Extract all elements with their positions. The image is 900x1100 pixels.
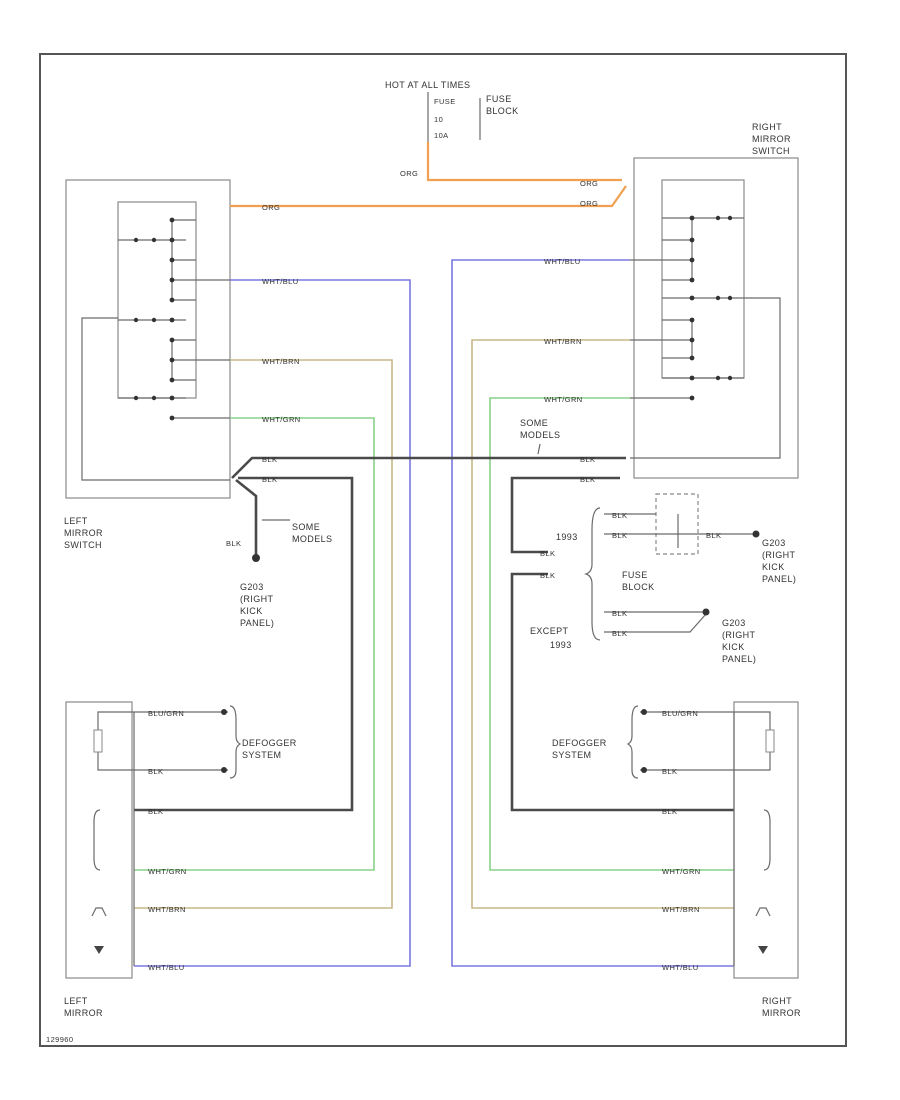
blk-label-right-mid-2: BLK [540, 571, 555, 580]
org-wires [230, 142, 627, 208]
left-mirror-motor-brace-icon [93, 809, 101, 871]
blk-label-left-top: BLK [262, 455, 277, 464]
fuse-label: FUSE [434, 97, 456, 106]
right-mirror-motor-icon [755, 907, 771, 917]
blk-label-right-mid-1: BLK [540, 549, 555, 558]
wht-brn-label-left: WHT/BRN [262, 357, 300, 366]
wht-blu-label-right-mirror: WHT/BLU [662, 963, 699, 972]
left-heater-element-icon [93, 729, 103, 753]
figure-id-label: 129960 [46, 1035, 73, 1044]
blk-label-fuse-3: BLK [706, 531, 721, 540]
blk-label-right-top: BLK [580, 455, 595, 464]
right-mirror-motor-brace-icon [763, 809, 771, 871]
blk-label-right-mirror: BLK [662, 807, 677, 816]
diagram-frame [39, 53, 847, 1047]
blk-label-fuse-4: BLK [612, 609, 627, 618]
blk-wires [134, 456, 734, 812]
blu-grn-label-right: BLU/GRN [662, 709, 698, 718]
blk-ground-label: BLK [226, 539, 241, 548]
blk-label-right-defog: BLK [662, 767, 677, 776]
right-mirror-switch-box [633, 157, 799, 479]
ground-right-2-icon [702, 608, 710, 616]
wht-grn-wire-left [134, 417, 375, 871]
wht-grn-label-right-mirror: WHT/GRN [662, 867, 701, 876]
wht-grn-label-left-mirror: WHT/GRN [148, 867, 187, 876]
blk-label-left-defog: BLK [148, 767, 163, 776]
wht-blu-wire-left [134, 279, 411, 967]
right-defogger-brace-icon [626, 705, 639, 779]
org-wire-label-left: ORG [262, 203, 280, 212]
blk-label-left-mirror: BLK [148, 807, 163, 816]
fuse-amp-label: 10A [434, 131, 449, 140]
blk-label-fuse-2: BLK [612, 531, 627, 540]
fuse-block-mid-box [655, 493, 699, 555]
left-mirror-ground-icon [94, 946, 104, 954]
left-switch-contacts [118, 217, 230, 421]
wht-brn-label-right-mirror: WHT/BRN [662, 905, 700, 914]
right-switch-contacts [630, 215, 744, 401]
wht-grn-label-left: WHT/GRN [262, 415, 301, 424]
fuse-number-label: 10 [434, 115, 443, 124]
year-1993-label: 1993 [556, 532, 578, 542]
left-defogger-wiring [97, 711, 228, 966]
wht-grn-wire-right [489, 397, 734, 871]
wht-brn-wire-right [471, 339, 734, 909]
left-mirror-motor-icon [91, 907, 107, 917]
left-mirror-box [65, 701, 133, 979]
blk-label-fuse-5: BLK [612, 629, 627, 638]
right-defogger-wiring [640, 711, 771, 966]
brace-icon [584, 507, 601, 641]
org-wire-label-top: ORG [400, 169, 418, 178]
wht-grn-label-right: WHT/GRN [544, 395, 583, 404]
wht-blu-label-left-mirror: WHT/BLU [148, 963, 185, 972]
org-wire-label-right-2: ORG [580, 199, 598, 208]
right-heater-element-icon [765, 729, 775, 753]
right-mirror-ground-icon [758, 946, 768, 954]
blk-label-right-bottom: BLK [580, 475, 595, 484]
ground-right-1-icon [752, 530, 760, 538]
left-defogger-brace-icon [229, 705, 242, 779]
left-mirror-switch-box [65, 179, 231, 499]
ground-left-icon [252, 554, 260, 562]
wht-blu-label-right: WHT/BLU [544, 257, 581, 266]
wht-brn-wire-left [134, 359, 393, 909]
org-wire-label-right-1: ORG [580, 179, 598, 188]
right-switch-inner-box [661, 179, 745, 379]
wht-brn-label-left-mirror: WHT/BRN [148, 905, 186, 914]
blk-label-left-bottom: BLK [262, 475, 277, 484]
right-ground-wiring [604, 513, 756, 633]
wht-blu-label-left: WHT/BLU [262, 277, 299, 286]
blk-label-fuse-1: BLK [612, 511, 627, 520]
wht-blu-wire-right [451, 259, 734, 967]
wht-brn-label-right: WHT/BRN [544, 337, 582, 346]
hot-at-all-times-label: HOT AT ALL TIMES [385, 80, 470, 90]
blu-grn-label-left: BLU/GRN [148, 709, 184, 718]
